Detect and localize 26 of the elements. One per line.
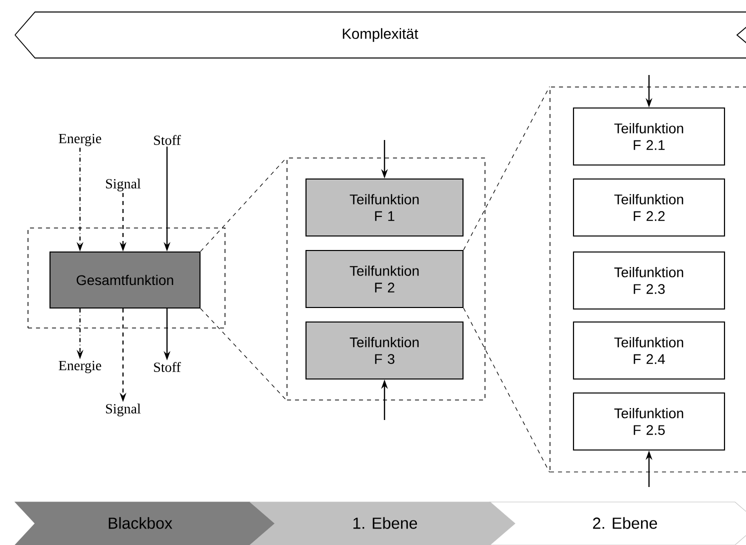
- function-box: Teilfunktion F 2.3: [572, 251, 726, 310]
- flow-label: Stoff: [154, 362, 181, 372]
- banner: Komplexität: [14, 12, 746, 58]
- zoom-line: [463, 86, 550, 250]
- dashed-frame: [28, 228, 226, 328]
- function-box: Teilfunktion F 2: [305, 250, 464, 308]
- zoom-line: [200, 157, 287, 252]
- flow-label: Stoff: [154, 135, 181, 145]
- zoom-line: [463, 308, 550, 473]
- stage-band: 1. Ebene: [249, 502, 516, 545]
- dashed-frame: [286, 158, 486, 400]
- function-box: Teilfunktion F 3: [305, 321, 464, 380]
- flow-label: Signal: [106, 404, 141, 416]
- function-box: Teilfunktion F 2.2: [572, 178, 726, 237]
- function-box: Teilfunktion F 2.1: [572, 107, 726, 166]
- zoom-line: [200, 308, 287, 401]
- function-box: Teilfunktion F 2.4: [572, 321, 726, 380]
- stage-band: 2. Ebene: [489, 502, 746, 545]
- flow-label: Energie: [58, 134, 102, 146]
- stage-band: Blackbox: [14, 502, 276, 545]
- flow-label: Energie: [58, 360, 102, 374]
- function-box: Teilfunktion F 1: [305, 178, 464, 237]
- function-box: Gesamtfunktion: [49, 251, 201, 309]
- dashed-frame: [550, 86, 746, 472]
- function-box: Teilfunktion F 2.5: [572, 392, 726, 451]
- flow-label: Signal: [106, 178, 141, 192]
